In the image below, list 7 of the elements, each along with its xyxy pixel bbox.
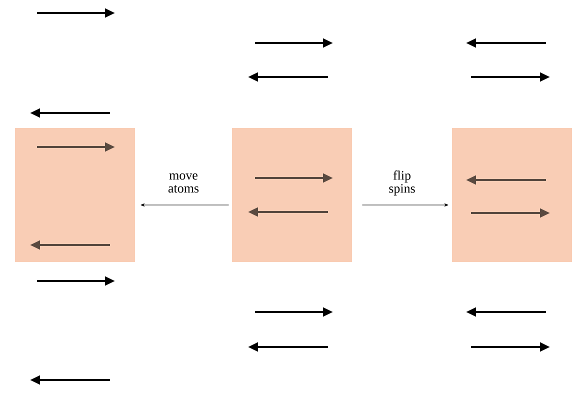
edge-label: flip spins bbox=[389, 170, 415, 196]
arrow bbox=[140, 203, 230, 207]
sample-box bbox=[15, 128, 135, 262]
sample-box bbox=[452, 128, 572, 262]
arrow bbox=[362, 203, 448, 207]
sample-box bbox=[232, 128, 352, 262]
edge-label: move atoms bbox=[168, 173, 199, 193]
